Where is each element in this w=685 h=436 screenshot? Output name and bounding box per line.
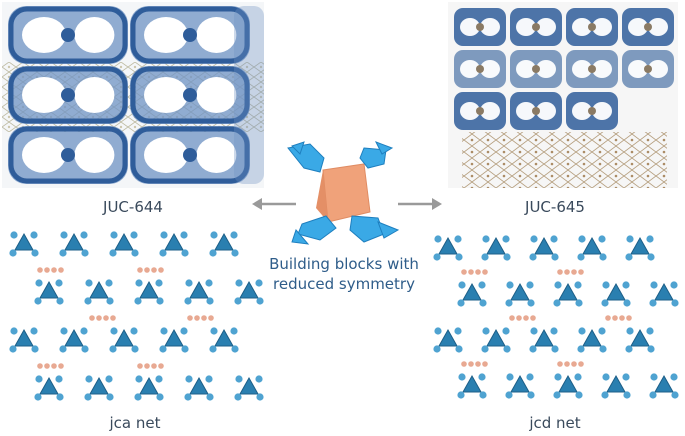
juc-645-label: JUC-645 bbox=[525, 198, 585, 216]
center-caption-line-2: reduced symmetry bbox=[273, 275, 415, 293]
jca-net-structure bbox=[4, 222, 264, 412]
juc-644-label: JUC-644 bbox=[103, 198, 163, 216]
juc-645-framework-image bbox=[448, 2, 678, 188]
arrow-left-icon bbox=[252, 198, 296, 210]
jca-net-image bbox=[9, 231, 264, 401]
jcd-net-label: jcd net bbox=[529, 414, 581, 432]
juc-644-structure bbox=[2, 2, 264, 188]
center-caption-line-1: Building blocks with bbox=[269, 255, 419, 273]
building-block bbox=[280, 138, 410, 250]
juc-644-framework-image bbox=[2, 2, 264, 188]
juc-645-structure bbox=[448, 2, 678, 188]
arrow-right-icon bbox=[398, 198, 442, 210]
jcd-net-image bbox=[433, 235, 679, 399]
jcd-net-structure bbox=[430, 226, 682, 412]
center-caption: Building blocks with reduced symmetry bbox=[256, 254, 432, 294]
tetrahedral-building-block-icon bbox=[287, 141, 400, 245]
jca-net-label: jca net bbox=[109, 414, 161, 432]
